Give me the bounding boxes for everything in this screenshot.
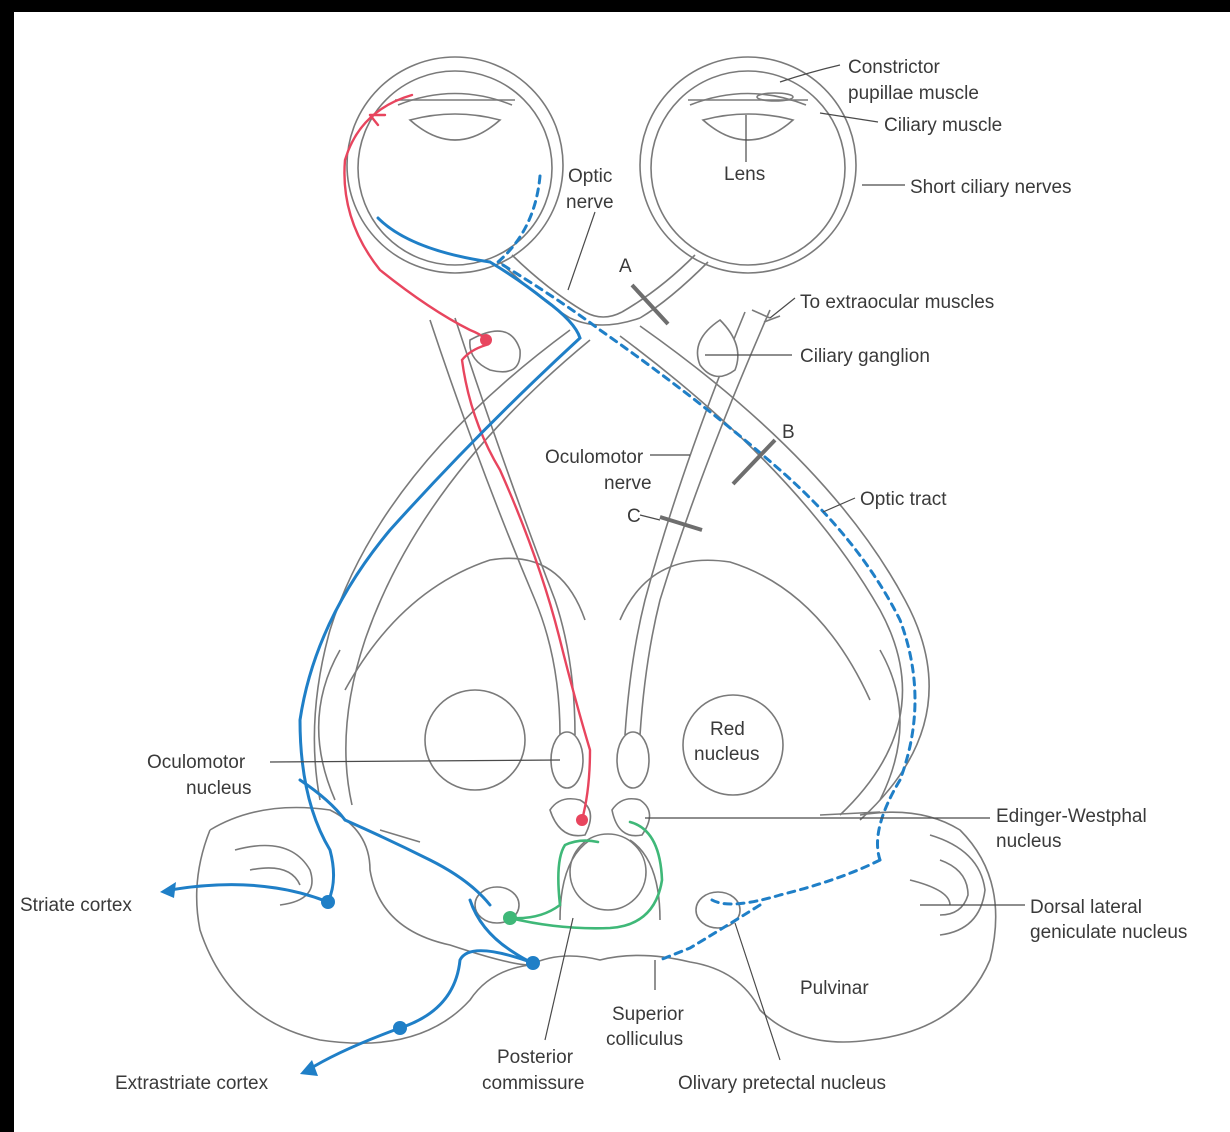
label-pulvinar: Pulvinar	[800, 978, 869, 999]
lgn-relay-soma	[321, 895, 335, 909]
label-constrictor-1: Constrictor	[848, 57, 941, 78]
label-constrictor-2: pupillae muscle	[848, 83, 979, 104]
label-posterior-commissure-2: commissure	[482, 1073, 584, 1094]
extrastriate-relay-soma	[393, 1021, 407, 1035]
label-optic-nerve-1: Optic	[568, 166, 612, 187]
label-oculomotor-nerve-2: nerve	[604, 473, 652, 494]
label-lesion-b: B	[782, 422, 795, 443]
label-lens: Lens	[724, 164, 765, 185]
label-olivary-pretectal: Olivary pretectal nucleus	[678, 1073, 886, 1094]
label-extrastriate-cortex: Extrastriate cortex	[115, 1073, 269, 1094]
label-lesion-c: C	[627, 506, 641, 527]
label-optic-tract: Optic tract	[860, 489, 947, 510]
label-oculomotor-nucleus-1: Oculomotor	[147, 752, 246, 773]
label-red-nucleus-2: nucleus	[694, 744, 760, 765]
label-short-ciliary-nerves: Short ciliary nerves	[910, 177, 1072, 198]
label-oculomotor-nucleus-2: nucleus	[186, 778, 252, 799]
edinger-westphal-soma	[576, 814, 588, 826]
label-optic-nerve-2: nerve	[566, 192, 614, 213]
pretectal-soma	[503, 911, 517, 925]
label-red-nucleus-1: Red	[710, 719, 745, 740]
label-superior-colliculus-1: Superior	[612, 1004, 684, 1025]
pulvinar-relay-soma	[526, 956, 540, 970]
label-ciliary-muscle: Ciliary muscle	[884, 115, 1002, 136]
label-dlgn-2: geniculate nucleus	[1030, 922, 1187, 943]
ciliary-ganglion-soma	[480, 334, 492, 346]
label-superior-colliculus-2: colliculus	[606, 1029, 683, 1050]
label-edinger-westphal-1: Edinger-Westphal	[996, 806, 1147, 827]
label-posterior-commissure-1: Posterior	[497, 1047, 574, 1068]
label-ciliary-ganglion: Ciliary ganglion	[800, 346, 930, 367]
label-lesion-a: A	[619, 256, 632, 277]
label-to-extraocular: To extraocular muscles	[800, 292, 994, 313]
label-edinger-westphal-2: nucleus	[996, 831, 1062, 852]
label-striate-cortex: Striate cortex	[20, 895, 132, 916]
label-oculomotor-nerve-1: Oculomotor	[545, 447, 644, 468]
label-dlgn-1: Dorsal lateral	[1030, 897, 1142, 918]
